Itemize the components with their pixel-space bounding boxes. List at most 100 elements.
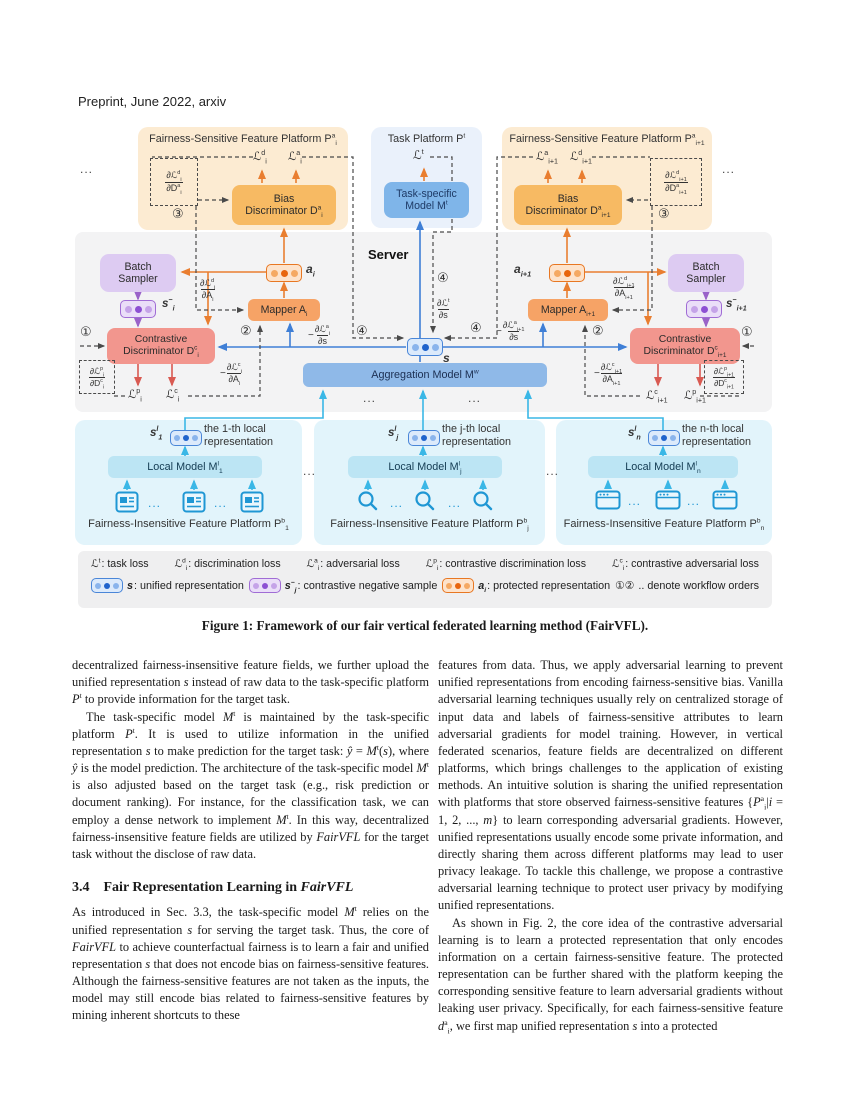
contrastive-discriminator-i1-box: Contrastive Discriminator Dci+1 bbox=[630, 328, 740, 364]
legend-adversarial-loss: ℒai: adversarial loss bbox=[306, 557, 400, 573]
mapper-i1-label: Mapper Ai+1 bbox=[540, 303, 596, 318]
local-rep-n-dots bbox=[648, 430, 680, 446]
mapper-i-box: Mapper Ai bbox=[248, 299, 320, 321]
task-model-line2: Model Mt bbox=[405, 199, 448, 212]
grad-box-lp-dc-i: ∂ℒpi∂Dci bbox=[79, 360, 115, 394]
ellipsis-agg-left: ... bbox=[363, 391, 377, 405]
legend-discrimination-loss: ℒdi: discrimination loss bbox=[174, 557, 281, 573]
platform-i-loss-a: ℒai bbox=[288, 149, 302, 166]
grad-box-lp-dc-i1: ∂ℒpi+1∂Dci+1 bbox=[704, 360, 744, 394]
ellipsis-icons-jb: ... bbox=[448, 496, 462, 510]
contr-i1-line1: Contrastive bbox=[658, 333, 712, 345]
ellipsis-icons-1a: ... bbox=[148, 496, 162, 510]
local-platform-j-title: Fairness-Insensitive Feature Platform Pb… bbox=[330, 517, 529, 533]
grad-la-s-left-label: − ∂ℒai∂s bbox=[308, 324, 331, 347]
platform-i1-title: Fairness-Sensitive Feature Platform Pai+… bbox=[509, 132, 705, 148]
unified-representation-legend-dots bbox=[91, 578, 123, 593]
task-loss-label: ℒt bbox=[413, 147, 424, 162]
platform-i1-loss-a: ℒai+1 bbox=[536, 149, 558, 166]
browser-window-icon bbox=[655, 490, 681, 510]
aggregation-model-box: Aggregation Model Mw bbox=[303, 363, 547, 387]
local-platform-n-title: Fairness-Insensitive Feature Platform Pb… bbox=[563, 517, 765, 533]
legend-workflow-orders: ①② .. denote workflow orders bbox=[614, 579, 759, 592]
contr-i-line2: Discriminator Dci bbox=[123, 344, 199, 360]
local-platform-1-title: Fairness-Insensitive Feature Platform Pb… bbox=[88, 517, 289, 533]
local-rep-j-label: slj bbox=[388, 425, 399, 442]
local-model-n-box: Local Model Mln bbox=[588, 456, 738, 478]
batch-sampler-left-box: Batch Sampler bbox=[100, 254, 176, 292]
server-label: Server bbox=[368, 247, 409, 262]
loss-p-i-label: ℒpi bbox=[128, 387, 142, 404]
local-rep-j-dots bbox=[408, 430, 440, 446]
loss-c-i-label: ℒci bbox=[166, 387, 180, 404]
local-model-j-box: Local Model Mlj bbox=[348, 456, 502, 478]
contrastive-negative-sample-i-dots bbox=[120, 300, 156, 318]
grad-la-s-right-label: − ∂ℒai+1∂s bbox=[496, 320, 525, 343]
workflow-step-1-left: ① bbox=[80, 325, 92, 340]
right-column: features from data. Thus, we apply adver… bbox=[438, 657, 783, 1035]
browser-window-icon bbox=[712, 490, 738, 510]
legend-unified-representation: s: unified representation bbox=[91, 578, 244, 593]
legend-protected-representation: ai: protected representation bbox=[442, 578, 610, 594]
grad-box-ld-dd-i1: ∂ℒdi+1∂Dai+1 bbox=[650, 158, 702, 206]
body-paragraph: decentralized fairness-insensitive featu… bbox=[72, 658, 429, 707]
local-model-1-box: Local Model Ml1 bbox=[108, 456, 262, 478]
legend-contrastive-discrimination-loss: ℒpi: contrastive discrimination loss bbox=[425, 557, 587, 573]
contrastive-negative-sample-i1-dots bbox=[686, 300, 722, 318]
protected-representation-i1-dots bbox=[549, 264, 585, 282]
body-paragraph: features from data. Thus, we apply adver… bbox=[438, 658, 783, 913]
aggregation-model-label: Aggregation Model Mw bbox=[371, 368, 479, 381]
contrastive-discriminator-i-box: Contrastive Discriminator Dci bbox=[107, 328, 215, 364]
bias-i1-line1: Bias bbox=[557, 192, 579, 205]
bias-discriminator-i1-box: Bias Discriminator Dai+1 bbox=[514, 185, 622, 225]
document-icon bbox=[115, 491, 139, 513]
batch-left-line1: Batch bbox=[124, 260, 152, 273]
workflow-step-4-right: ④ bbox=[470, 321, 482, 336]
page-header: Preprint, June 2022, arxiv bbox=[78, 94, 227, 109]
body-paragraph: As introduced in Sec. 3.3, the task-spec… bbox=[72, 904, 430, 1023]
legend-contrastive-adversarial-loss: ℒci: contrastive adversarial loss bbox=[611, 557, 759, 573]
workflow-step-2-left: ② bbox=[240, 324, 252, 339]
magnifier-icon bbox=[415, 491, 435, 511]
grad-box-ld-dd-i: ∂ℒdi∂Dai bbox=[150, 158, 198, 206]
document-icon bbox=[182, 491, 206, 513]
batch-sampler-right-box: Batch Sampler bbox=[668, 254, 744, 292]
a-i-label: ai bbox=[306, 262, 315, 279]
mapper-i-label: Mapper Ai bbox=[260, 303, 308, 318]
left-column: decentralized fairness-insensitive featu… bbox=[72, 657, 429, 1025]
bias-i-line1: Bias bbox=[273, 192, 295, 205]
legend-row-losses: ℒt: task loss ℒdi: discrimination loss ℒ… bbox=[78, 551, 772, 573]
legend-row-symbols: s: unified representation s−j: contrasti… bbox=[78, 570, 772, 594]
unified-representation-dots bbox=[407, 338, 443, 356]
platform-i1-loss-d: ℒdi+1 bbox=[570, 149, 592, 166]
batch-right-line2: Sampler bbox=[686, 273, 726, 285]
document-icon bbox=[240, 491, 264, 513]
loss-p-i1-label: ℒpi+1 bbox=[684, 388, 706, 405]
local-rep-1-label: sl1 bbox=[150, 425, 163, 442]
platform-i-loss-d: ℒdi bbox=[253, 149, 267, 166]
local-model-n-label: Local Model Mln bbox=[625, 460, 701, 475]
workflow-step-2-right: ② bbox=[592, 324, 604, 339]
negative-sample-legend-dots bbox=[248, 578, 281, 593]
ellipsis-top-right: ... bbox=[722, 162, 736, 176]
contr-i1-line2: Discriminator Dci+1 bbox=[643, 344, 727, 360]
protected-representation-i-dots bbox=[266, 264, 302, 282]
legend-task-loss: ℒt: task loss bbox=[91, 557, 149, 570]
body-paragraph: The task-specific model Mt is maintained… bbox=[72, 708, 430, 861]
grad-ld-ai-label: ∂ℒdi∂Ai bbox=[200, 278, 216, 304]
legend-contrastive-negative-sample: s−j: contrastive negative sample bbox=[248, 578, 437, 594]
bias-i-line2: Discriminator Dai bbox=[245, 204, 323, 220]
ellipsis-icons-ja: ... bbox=[390, 496, 404, 510]
workflow-step-3-right: ③ bbox=[658, 207, 670, 222]
bias-discriminator-i-box: Bias Discriminator Dai bbox=[232, 185, 336, 225]
mapper-i1-box: Mapper Ai+1 bbox=[528, 299, 608, 321]
platform-i-title: Fairness-Sensitive Feature Platform Pai bbox=[149, 132, 337, 148]
grad-lc-ai1-label: − ∂ℒci+1∂Ai+1 bbox=[594, 362, 623, 388]
local-model-j-label: Local Model Mlj bbox=[388, 460, 462, 475]
ellipsis-icons-nb: ... bbox=[687, 494, 701, 508]
grad-ld-ai1-label: ∂ℒdi+1∂Ai+1 bbox=[613, 276, 635, 302]
ellipsis-platforms-right: ... bbox=[546, 464, 560, 478]
workflow-step-4-left: ④ bbox=[356, 324, 368, 339]
